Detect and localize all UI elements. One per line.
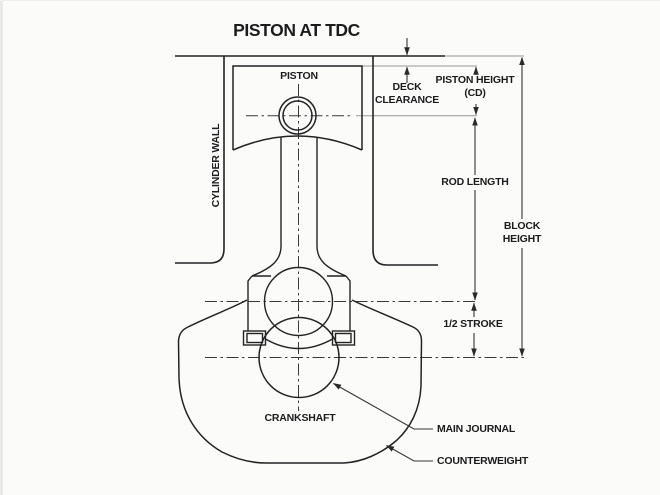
main-journal-circle — [258, 316, 340, 399]
block-height-label: BLOCK HEIGHT — [492, 220, 552, 246]
deck-clearance-label: DECK CLEARANCE — [367, 81, 447, 107]
rod-big-end-right — [345, 275, 351, 331]
counterweight-label: COUNTERWEIGHT — [437, 455, 529, 467]
piston-height-label: PISTON HEIGHT (CD) — [432, 74, 518, 100]
leader-lines — [332, 383, 433, 462]
scan-edge — [0, 0, 3, 495]
dimension-lines — [404, 38, 525, 357]
engine-block — [175, 55, 445, 266]
piston-outline — [232, 65, 363, 150]
counterweight-leader — [385, 445, 433, 462]
deck-clearance-line1: DECK — [392, 81, 422, 93]
cylinder-wall-left — [175, 56, 225, 264]
cylinder-wall-right — [372, 56, 438, 266]
piston-height-line2: (CD) — [464, 87, 486, 99]
piston-label: PISTON — [280, 70, 318, 82]
centerlines — [205, 84, 524, 411]
main-journal-leader — [332, 383, 433, 430]
crankshaft-label: CRANKSHAFT — [264, 412, 336, 424]
deck-clearance-line2: CLEARANCE — [374, 94, 440, 106]
main-journal-label: MAIN JOURNAL — [437, 423, 516, 435]
crankshaft-group — [177, 299, 423, 464]
rod-bolt-pad-right — [331, 330, 356, 346]
piston-skirt-curve — [232, 135, 363, 151]
scan-edge — [0, 0, 660, 1]
block-height-line2: HEIGHT — [502, 233, 542, 245]
piston-height-line1: PISTON HEIGHT — [435, 74, 515, 86]
rod-big-end-left — [247, 275, 253, 331]
wrist-pin-outer-circle — [278, 96, 317, 135]
rod-bolt-left — [246, 332, 264, 344]
rod-cap-bottom-curve — [265, 338, 333, 350]
connecting-rod — [242, 137, 356, 350]
rod-bolt-pad-left — [242, 330, 267, 346]
extension-lines — [356, 55, 524, 117]
block-height-line1: BLOCK — [503, 220, 541, 232]
piston-assembly — [232, 65, 363, 151]
counterweight-outline — [177, 299, 423, 464]
diagram-title: PISTON AT TDC — [233, 20, 360, 40]
rod-bolt-right — [334, 332, 352, 344]
rod-journal-circle — [263, 266, 334, 337]
half-stroke-label: 1/2 STROKE — [443, 318, 503, 330]
rod-beam-right — [316, 137, 347, 277]
rod-length-label: ROD LENGTH — [441, 176, 509, 188]
rod-beam-left — [251, 137, 282, 277]
cylinder-wall-label: CYLINDER WALL — [210, 123, 222, 208]
wrist-pin-inner-circle — [282, 100, 313, 131]
